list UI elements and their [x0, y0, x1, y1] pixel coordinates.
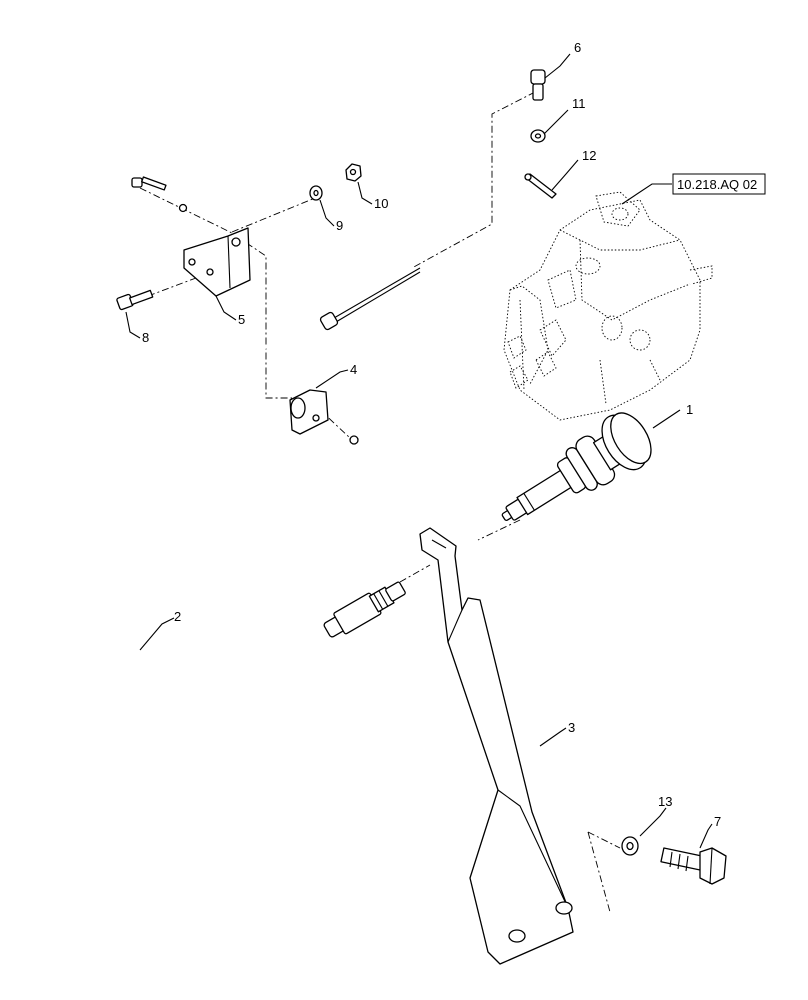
- callout-7: 7: [714, 814, 721, 829]
- mounting-bracket: [183, 227, 251, 297]
- screw-top: [131, 176, 188, 213]
- reference-box[interactable]: 10.218.AQ 02: [672, 173, 766, 195]
- bolt-7: [660, 847, 727, 885]
- callout-8: 8: [142, 330, 149, 345]
- screw-8: [116, 289, 154, 311]
- washer-13: [621, 836, 639, 856]
- throttle-knob: [501, 412, 652, 521]
- callout-4: 4: [350, 362, 357, 377]
- cable-clamp: [289, 389, 359, 445]
- washer-11: [530, 129, 546, 143]
- callout-5: 5: [238, 312, 245, 327]
- callout-1: 1: [686, 402, 693, 417]
- callout-12: 12: [582, 148, 596, 163]
- washer-9: [309, 185, 323, 201]
- callout-labels: 1 2 3 4 5 6 7 8 9 10 11 12 13: [142, 40, 721, 829]
- callout-6: 6: [574, 40, 581, 55]
- fitting-6: [530, 69, 546, 101]
- callout-11: 11: [572, 96, 586, 111]
- leader-lines: [125, 53, 713, 849]
- callout-9: 9: [336, 218, 343, 233]
- cotter-pin-12: [524, 173, 557, 199]
- callout-3: 3: [568, 720, 575, 735]
- callout-10: 10: [374, 196, 388, 211]
- callout-2: 2: [174, 609, 181, 624]
- throttle-cable: [116, 267, 421, 663]
- assembly-lines: [139, 91, 621, 913]
- throttle-lever: [419, 527, 574, 965]
- reference-label: 10.218.AQ 02: [677, 177, 757, 192]
- nut-10: [345, 163, 362, 182]
- injection-pump: [503, 191, 713, 421]
- callout-13: 13: [658, 794, 672, 809]
